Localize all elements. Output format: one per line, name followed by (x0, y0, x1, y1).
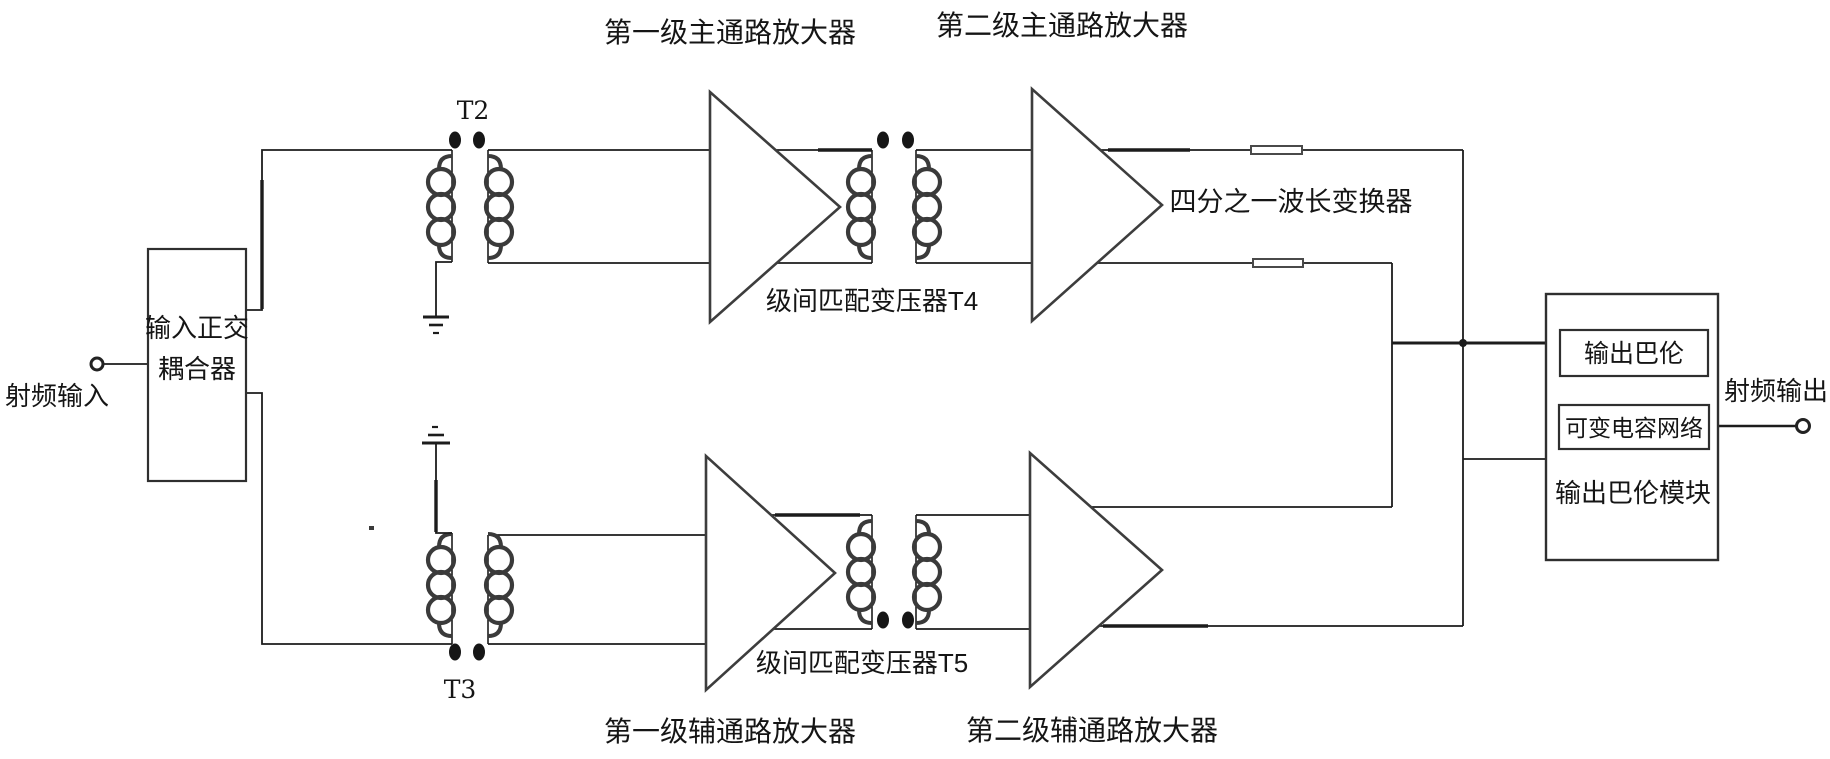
t5-winding-coil (911, 556, 943, 588)
t2-winding-coil (483, 191, 515, 223)
wire-thick-segments (260, 148, 1208, 628)
output-balun-box (1558, 328, 1710, 378)
t3-winding-coil (483, 544, 515, 576)
t5-winding-coil (911, 581, 943, 613)
t5-winding-hook-top (857, 519, 873, 535)
t4-winding-coil (845, 166, 877, 198)
label-variable-cap: 可变电容网络 (1565, 415, 1703, 441)
t3-winding-coil (425, 569, 457, 601)
t5-winding-hook-bottom (857, 609, 873, 625)
t4-winding-hook-top (857, 154, 873, 170)
amp-stage2-aux-triangle (1028, 450, 1164, 690)
label-output-balun: 输出巴伦 (1584, 340, 1684, 368)
t2-winding-coil (483, 166, 515, 198)
amp-stage1-aux-triangle (704, 453, 837, 693)
t2-winding-coil (483, 216, 515, 248)
t5-winding-coil (911, 531, 943, 563)
t2-polarity-dot (473, 131, 485, 149)
t4-polarity-dot (902, 131, 914, 149)
t4-winding-coil (911, 216, 943, 248)
components (146, 86, 1720, 693)
t3-winding-hook-top (487, 532, 503, 548)
t4-winding-hook-bottom (915, 244, 931, 260)
t5-polarity-dot (902, 611, 914, 629)
t4-winding-coil (845, 216, 877, 248)
t2-winding-hook-top (487, 154, 503, 170)
t4-winding-hook-top (915, 154, 931, 170)
amp-stage2-main-triangle (1030, 86, 1164, 324)
label-interstage-t5: 级间匹配变压器T5 (756, 648, 968, 678)
text-labels: 第一级主通路放大器 第二级主通路放大器 第一级辅通路放大器 第二级辅通路放大器 … (5, 10, 1828, 747)
label-coupler-line1: 输入正交 (145, 313, 249, 343)
ground-stem (435, 444, 452, 534)
t4-winding-coil (911, 191, 943, 223)
t3-polarity-dot (473, 643, 485, 661)
label-rf-input: 射频输入 (5, 381, 109, 411)
t5-polarity-dot (877, 611, 889, 629)
quarter-wave-line-top (1250, 145, 1303, 155)
label-t2: T2 (457, 96, 490, 125)
label-interstage-t4: 级间匹配变压器T4 (766, 286, 978, 316)
label-quarter-wave: 四分之一波长变换器 (1170, 187, 1413, 217)
variable-cap-box (1557, 403, 1711, 451)
t5-winding-coil (845, 556, 877, 588)
wires (103, 149, 1796, 645)
t4-winding-coil (911, 166, 943, 198)
input-coupler-box (146, 247, 248, 483)
t4-winding-coil (845, 191, 877, 223)
t2-winding-hook-bottom (437, 244, 453, 260)
t3-winding-hook-bottom (437, 622, 453, 638)
t5-winding-coil (845, 581, 877, 613)
t3-winding-hook-bottom (487, 622, 503, 638)
t4-winding-hook-bottom (857, 244, 873, 260)
ground-stem (435, 261, 452, 316)
label-stage2-main: 第二级主通路放大器 (936, 10, 1188, 41)
wire-coupler-to-t2 (246, 149, 452, 311)
t2-winding-hook-top (437, 154, 453, 170)
label-rf-output: 射频输出 (1724, 376, 1828, 406)
t5-winding-coil (845, 531, 877, 563)
label-coupler-line2: 耦合器 (158, 354, 236, 384)
amp-stage1-main-triangle (708, 89, 842, 325)
t2-winding-coil (425, 191, 457, 223)
t3-winding-coil (483, 569, 515, 601)
label-balun-module: 输出巴伦模块 (1555, 478, 1711, 508)
label-stage1-aux: 第一级辅通路放大器 (604, 716, 856, 747)
t2-winding-coil (425, 216, 457, 248)
quarter-wave-line-bottom (1252, 258, 1304, 268)
label-stage1-main: 第一级主通路放大器 (604, 17, 856, 48)
t5-winding-hook-bottom (915, 609, 931, 625)
label-stage2-aux: 第二级辅通路放大器 (966, 715, 1218, 746)
t3-winding-coil (483, 594, 515, 626)
t2-winding-hook-bottom (487, 244, 503, 260)
t2-polarity-dot (449, 131, 461, 149)
t5-winding-hook-top (915, 519, 931, 535)
transformers (425, 131, 943, 661)
t4-polarity-dot (877, 131, 889, 149)
stray-speck (369, 526, 374, 530)
junction-dot (1459, 339, 1467, 347)
rf-input-terminal (89, 356, 105, 372)
t3-winding-coil (425, 594, 457, 626)
t2-winding-coil (425, 166, 457, 198)
label-t3: T3 (444, 675, 477, 704)
ground-t3-inverted (422, 425, 452, 534)
wire-coupler-to-t3 (246, 392, 452, 645)
t3-winding-coil (425, 544, 457, 576)
ground-t2 (423, 261, 452, 335)
t3-polarity-dot (449, 643, 461, 661)
t3-winding-hook-top (437, 532, 453, 548)
rf-output-terminal (1795, 418, 1811, 434)
